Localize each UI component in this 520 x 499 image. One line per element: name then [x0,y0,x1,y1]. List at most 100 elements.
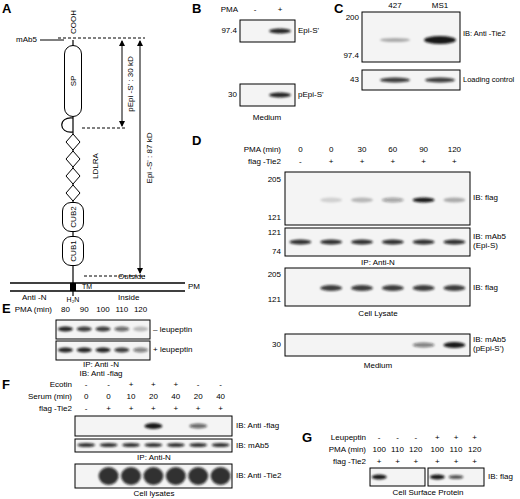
annotation-text: 97.4 [221,27,237,36]
annotation-text: + [377,458,382,467]
dashed-guide [82,128,126,129]
annotation-text: Loading control [463,76,519,84]
blot-band [320,285,342,291]
annotation-text: 110 [450,446,463,455]
blot-band [100,443,118,447]
annotation-text: 121 [268,296,281,305]
annotation-text: Medium [253,114,281,123]
blot-frame [285,334,470,356]
blot-band [443,285,465,291]
panel-letter: B [192,2,201,16]
annotation-text: - [396,434,399,443]
annotation-text: 120 [409,446,422,455]
annotation-text: Outside [118,273,146,282]
blot-frame [240,84,295,106]
annotation-text: + [151,405,156,414]
annotation-text: IB: flag [488,473,513,482]
blot-band [77,327,92,332]
annotation-text: Anti -N [22,294,46,303]
annotation-text: 80 [61,306,70,315]
blot-band [413,285,435,291]
annotation-text: 0 [329,146,333,155]
annotation-text: pEpi-S' [298,91,324,100]
annotation-text: - [299,158,302,167]
membrane-line [10,282,185,284]
annotation-text: 90 [80,306,89,315]
annotation-text: 10 [127,393,136,402]
annotation-text: - [197,381,200,390]
annotation-text: + [129,381,134,390]
blot-band [382,198,404,203]
annotation-text: 20 [194,393,203,402]
annotation-text: 120 [134,306,147,315]
annotation-text: IB: Anti -flag [79,370,122,379]
panel-letter: F [2,378,10,392]
annotation-text: 90 [419,146,428,155]
annotation-text: Inside [118,294,139,303]
blot-band [449,475,464,479]
annotation-text: IB: mAb5 (pEpi-S') [473,336,519,354]
annotation-text: IP: Anti-N [361,259,395,268]
annotation-text: IP: Anti -N [83,361,119,370]
blot-frame [285,228,470,256]
annotation-text: PMA (min) [244,146,281,155]
annotation-text: flag -Tie2 [39,405,72,414]
blot-band [122,443,140,447]
blot-frame [285,172,470,225]
blot-band [269,29,291,34]
protein-domain: CUB2 [62,202,84,232]
annotation-text: 427 [388,2,401,11]
annotation-text: + [218,405,223,414]
ldlra-domain [66,151,80,167]
annotation-text: 40 [216,393,225,402]
blot-band [188,467,208,485]
annotation-text: 120 [448,146,461,155]
blot-frame [75,464,232,488]
annotation-text: 40 [171,393,180,402]
blot-band [133,327,148,332]
annotation-text: LDLRA [92,153,101,179]
annotation-text: Cell lysates [134,490,175,499]
annotation-text: IB: Anti -Tie2 [463,30,519,38]
annotation-text: + [395,458,400,467]
annotation-text: - [254,6,257,15]
annotation-text: PMA [221,6,238,15]
blot-band [443,198,465,203]
annotation-text: - [219,381,222,390]
annotation-text: 100 [96,306,109,315]
transmembrane-segment [70,283,76,291]
annotation-text: + [173,405,178,414]
panel-letter: E [2,302,11,316]
annotation-text: flag -Tie2 [333,458,366,467]
blot-band [211,467,231,485]
annotation-text: + [452,158,457,167]
blot-band [58,348,73,353]
membrane-line [10,290,185,292]
blot-frame [370,468,425,486]
annotation-text: + [173,381,178,390]
span-arrow [122,41,123,126]
blot-band [443,240,465,245]
blot-band [380,38,410,42]
annotation-text: 205 [268,271,281,280]
blot-band [320,198,342,203]
annotation-text: COOH [70,10,79,34]
protein-domain: SP [64,45,82,117]
panel-letter: C [334,2,343,16]
blot-band [96,327,111,332]
blot-band [166,467,186,485]
annotation-text: 100 [373,446,386,455]
annotation-text: - [414,434,417,443]
annotation-text: 20 [149,393,158,402]
annotation-text: + [129,405,134,414]
annotation-text: - [85,405,88,414]
annotation-text: + [472,458,477,467]
blot-frame [428,468,484,486]
annotation-text: mAb5 [16,36,37,45]
panel-letter: G [302,431,312,445]
annotation-text: + [151,381,156,390]
annotation-text: + [278,6,283,15]
blot-band [96,348,111,353]
blot-frame [56,320,150,339]
